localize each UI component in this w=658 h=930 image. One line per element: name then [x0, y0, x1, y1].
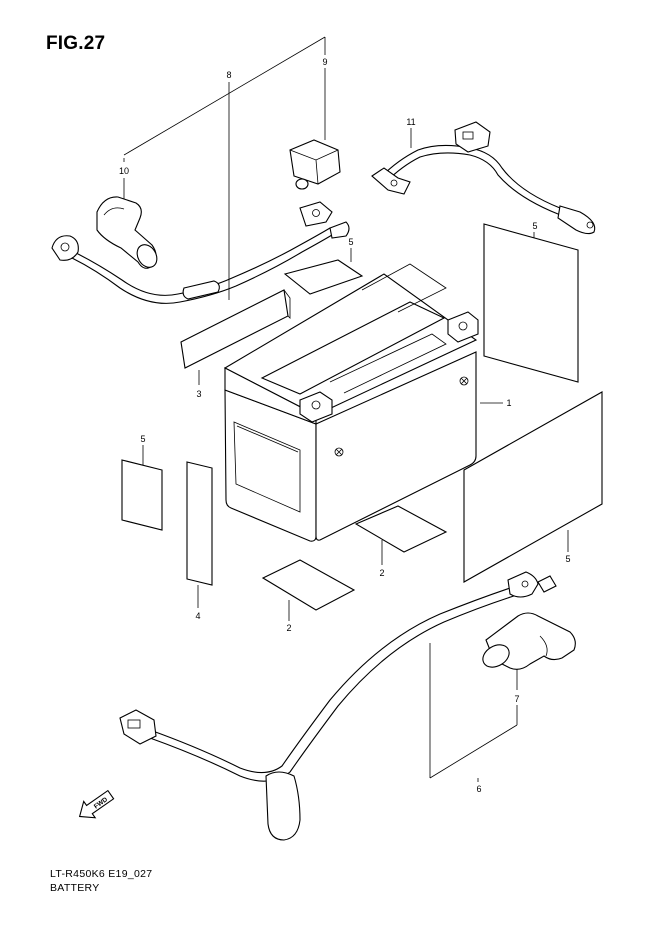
callout-3: 3 — [196, 389, 201, 399]
part-2-pad-bottom — [261, 559, 356, 611]
forward-arrow-icon: FWD — [78, 789, 115, 819]
callout-8: 8 — [226, 70, 231, 80]
part-5-pad-right-tall — [483, 223, 579, 383]
part-8-battery-cable — [51, 201, 350, 304]
callout-5-right: 5 — [532, 221, 537, 231]
part-9-terminal-cover — [289, 139, 341, 190]
callout-5-bottom: 5 — [565, 554, 570, 564]
part-7-terminal-cover — [482, 612, 576, 670]
part-3-pad-strip — [180, 289, 291, 369]
model-code: LT-R450K6 E19_027 — [50, 868, 153, 880]
part-11-wire-harness — [371, 121, 596, 235]
part-4-pad-strip — [186, 461, 213, 586]
part-10-terminal-cover — [96, 196, 158, 269]
part-5-pad-right-large — [463, 391, 603, 583]
part-5-pad-top — [283, 259, 364, 295]
callout-5-top: 5 — [348, 237, 353, 247]
part-1-battery — [223, 263, 479, 542]
callout-6: 6 — [476, 784, 481, 794]
figure-caption: BATTERY — [50, 882, 100, 894]
callout-10: 10 — [119, 166, 129, 176]
callout-5-left: 5 — [140, 434, 145, 444]
leader-lines — [123, 36, 569, 782]
callout-9: 9 — [322, 57, 327, 67]
part-2-pad-right — [354, 505, 448, 553]
part-6-battery-cable — [119, 571, 557, 841]
callout-4: 4 — [195, 611, 200, 621]
part-5-pad-left-small — [121, 459, 163, 531]
figure-title: FIG.27 — [46, 33, 106, 54]
callout-11: 11 — [406, 117, 415, 127]
callout-1: 1 — [506, 398, 511, 408]
callout-7: 7 — [514, 694, 519, 704]
callout-2-right: 2 — [379, 568, 384, 578]
callout-numbers: 8 9 10 11 5 5 3 1 5 2 5 4 2 7 6 — [119, 57, 571, 794]
callout-2-bottom: 2 — [286, 623, 291, 633]
